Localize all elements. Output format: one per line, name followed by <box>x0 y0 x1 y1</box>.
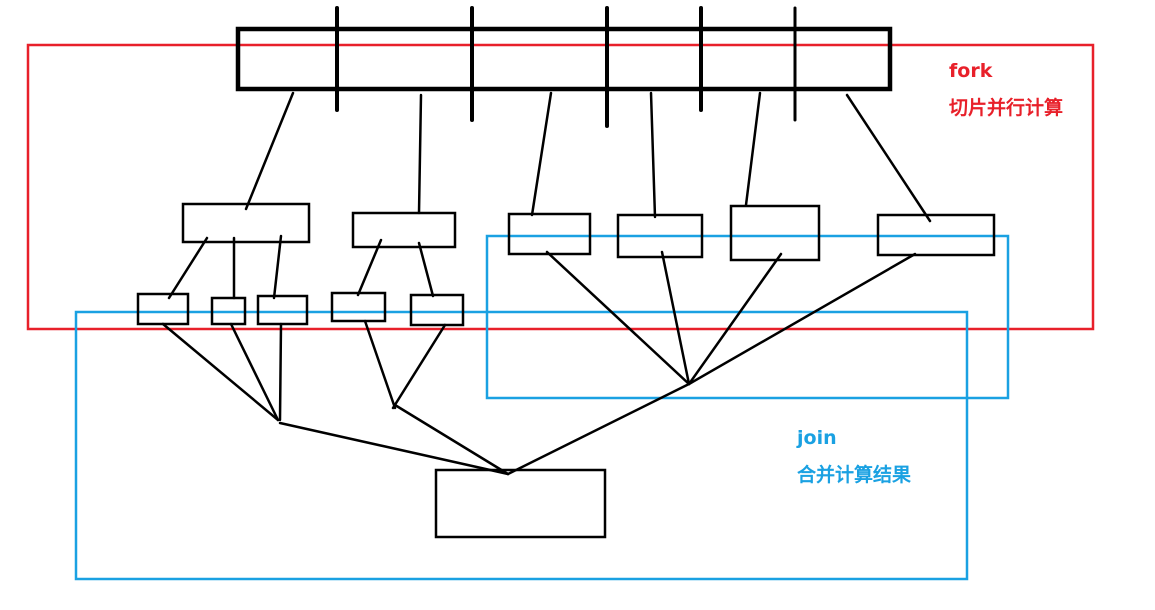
leaf-task-box <box>256 294 309 326</box>
subtask-box <box>729 204 821 262</box>
join-line <box>506 382 691 476</box>
fork-line <box>845 93 932 223</box>
join-line <box>391 323 447 410</box>
join-title: join <box>797 427 837 449</box>
fork-line <box>649 91 657 219</box>
join-subregion <box>485 234 1010 400</box>
fork-subtitle: 切片并行计算 <box>949 97 1064 119</box>
fork-region <box>26 43 1095 331</box>
result-box <box>434 468 607 539</box>
subtask-box <box>876 213 996 257</box>
join-line <box>687 252 917 386</box>
join-region <box>74 310 969 581</box>
join-line <box>545 250 691 386</box>
join-line <box>161 322 280 422</box>
leaf-task-box <box>330 291 387 323</box>
task-diagram <box>136 6 996 539</box>
fork-line <box>272 234 283 300</box>
subtask-box <box>507 212 592 256</box>
join-line <box>660 250 691 386</box>
leaf-task-box <box>409 293 465 327</box>
fork-line <box>417 241 435 298</box>
task-array <box>235 26 893 92</box>
leaf-task-box <box>136 292 190 326</box>
join-line <box>363 319 397 410</box>
join-subtitle: 合并计算结果 <box>797 464 912 486</box>
subtask-box <box>351 211 457 249</box>
leaf-task-box <box>210 296 247 326</box>
fork-line <box>244 91 295 211</box>
subtask-box <box>181 202 311 244</box>
fork-line <box>417 93 423 215</box>
subtask-box <box>616 213 704 259</box>
join-line <box>229 322 280 422</box>
fork-line <box>530 91 553 217</box>
join-line <box>278 322 283 422</box>
join-line <box>278 421 510 476</box>
fork-title: fork <box>949 60 993 82</box>
fork-line <box>744 91 762 207</box>
fork-line <box>167 236 209 300</box>
fork-line <box>356 238 383 297</box>
join-line <box>393 403 510 476</box>
join-line <box>687 252 783 386</box>
